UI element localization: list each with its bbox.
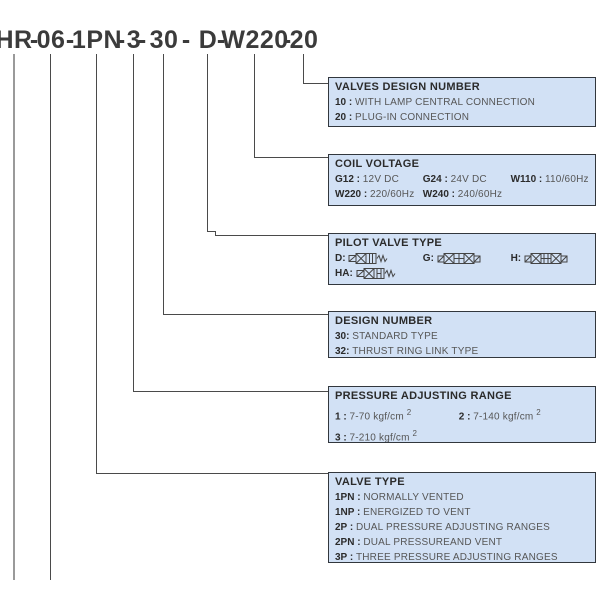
code-dash: - [282, 26, 292, 54]
pilot-valve-d-icon [348, 253, 388, 265]
callout-title: VALVE TYPE [335, 476, 405, 488]
code-option: 2P : DUAL PRESSURE ADJUSTING RANGES [335, 522, 550, 533]
callout-design-number: DESIGN NUMBER 30: STANDARD TYPE 32: THRU… [328, 311, 596, 358]
connector-3-line [133, 54, 134, 392]
code-dash: - [116, 26, 126, 54]
code-segment-3: 3 [126, 26, 142, 54]
code-option: 1PN : NORMALLY VENTED [335, 492, 464, 503]
code-option: W110 : 110/60Hz [510, 174, 589, 185]
connector-06-line [50, 54, 51, 580]
callout-title: COIL VOLTAGE [335, 158, 420, 170]
code-option: 1 : 7-70 kgf/cm 2 [335, 408, 412, 423]
code-option: W240 : 240/60Hz [422, 189, 503, 200]
connector-hr-line [13, 54, 15, 580]
connector-1pn-line [96, 54, 97, 474]
code-dash: - [181, 26, 191, 54]
callout-coil-voltage: COIL VOLTAGE G12 : 12V DC G24 : 24V DC W… [328, 154, 596, 206]
code-option: 30: STANDARD TYPE [335, 331, 438, 342]
connector-20-line [303, 54, 304, 84]
code-option: W220 : 220/60Hz [335, 189, 415, 200]
connector-20-line [303, 83, 328, 84]
callout-pilot-valve-type: PILOT VALVE TYPE D: G: H: HA: [328, 233, 596, 285]
code-option: HA: [335, 266, 398, 281]
code-segment-1pn: 1PN [71, 26, 123, 54]
connector-30-line [163, 54, 164, 315]
connector-w220-line [254, 157, 328, 158]
code-segment-d: D [198, 26, 218, 54]
callout-title: DESIGN NUMBER [335, 315, 433, 327]
code-segment-20: 20 [289, 26, 319, 54]
callout-valve-type: VALVE TYPE 1PN : NORMALLY VENTED 1NP : E… [328, 472, 596, 563]
connector-3-line [133, 391, 328, 392]
callout-title: PILOT VALVE TYPE [335, 237, 443, 249]
code-option: 1NP : ENERGIZED TO VENT [335, 507, 471, 518]
code-dash: - [29, 26, 39, 54]
pilot-valve-ha-icon [356, 268, 395, 280]
code-option: 32: THRUST RING LINK TYPE [335, 346, 479, 357]
code-segment-hr: HR [0, 26, 33, 54]
connector-d-line [207, 54, 208, 232]
code-option: G: [423, 251, 508, 266]
pilot-valve-h-icon [524, 253, 568, 265]
code-dash: - [216, 26, 226, 54]
pilot-valve-g-icon [437, 253, 481, 265]
code-dash: - [65, 26, 75, 54]
code-segment-w220: W220 [221, 26, 289, 54]
connector-d-line [207, 231, 216, 232]
connector-1pn-line [96, 473, 328, 474]
callout-valves-design-number: VALVES DESIGN NUMBER 10 : WITH LAMP CENT… [328, 77, 596, 127]
connector-30-line [163, 314, 328, 315]
callout-title: PRESSURE ADJUSTING RANGE [335, 390, 512, 402]
code-option: G12 : 12V DC [335, 174, 400, 185]
code-option: G24 : 24V DC [422, 174, 487, 185]
code-option: 2PN : DUAL PRESSUREAND VENT [335, 537, 503, 548]
connector-w220-line [254, 54, 255, 158]
connector-d-line [215, 231, 216, 236]
connector-d-line [215, 235, 328, 236]
callout-pressure-adjusting-range: PRESSURE ADJUSTING RANGE 1 : 7-70 kgf/cm… [328, 386, 596, 443]
code-option: 20 : PLUG-IN CONNECTION [335, 112, 470, 123]
callout-title: VALVES DESIGN NUMBER [335, 81, 480, 93]
code-segment-06: 06 [36, 26, 66, 54]
code-dash: - [137, 26, 147, 54]
code-option: 10 : WITH LAMP CENTRAL CONNECTION [335, 97, 536, 108]
code-segment-30: 30 [149, 26, 179, 54]
code-option: D: [335, 251, 420, 266]
code-option: 2 : 7-140 kgf/cm 2 [458, 408, 541, 423]
code-option: 3 : 7-210 kgf/cm 2 [335, 429, 417, 443]
code-option: 3P : THREE PRESSURE ADJUSTING RANGES [335, 552, 558, 563]
code-option: H: [511, 251, 570, 266]
